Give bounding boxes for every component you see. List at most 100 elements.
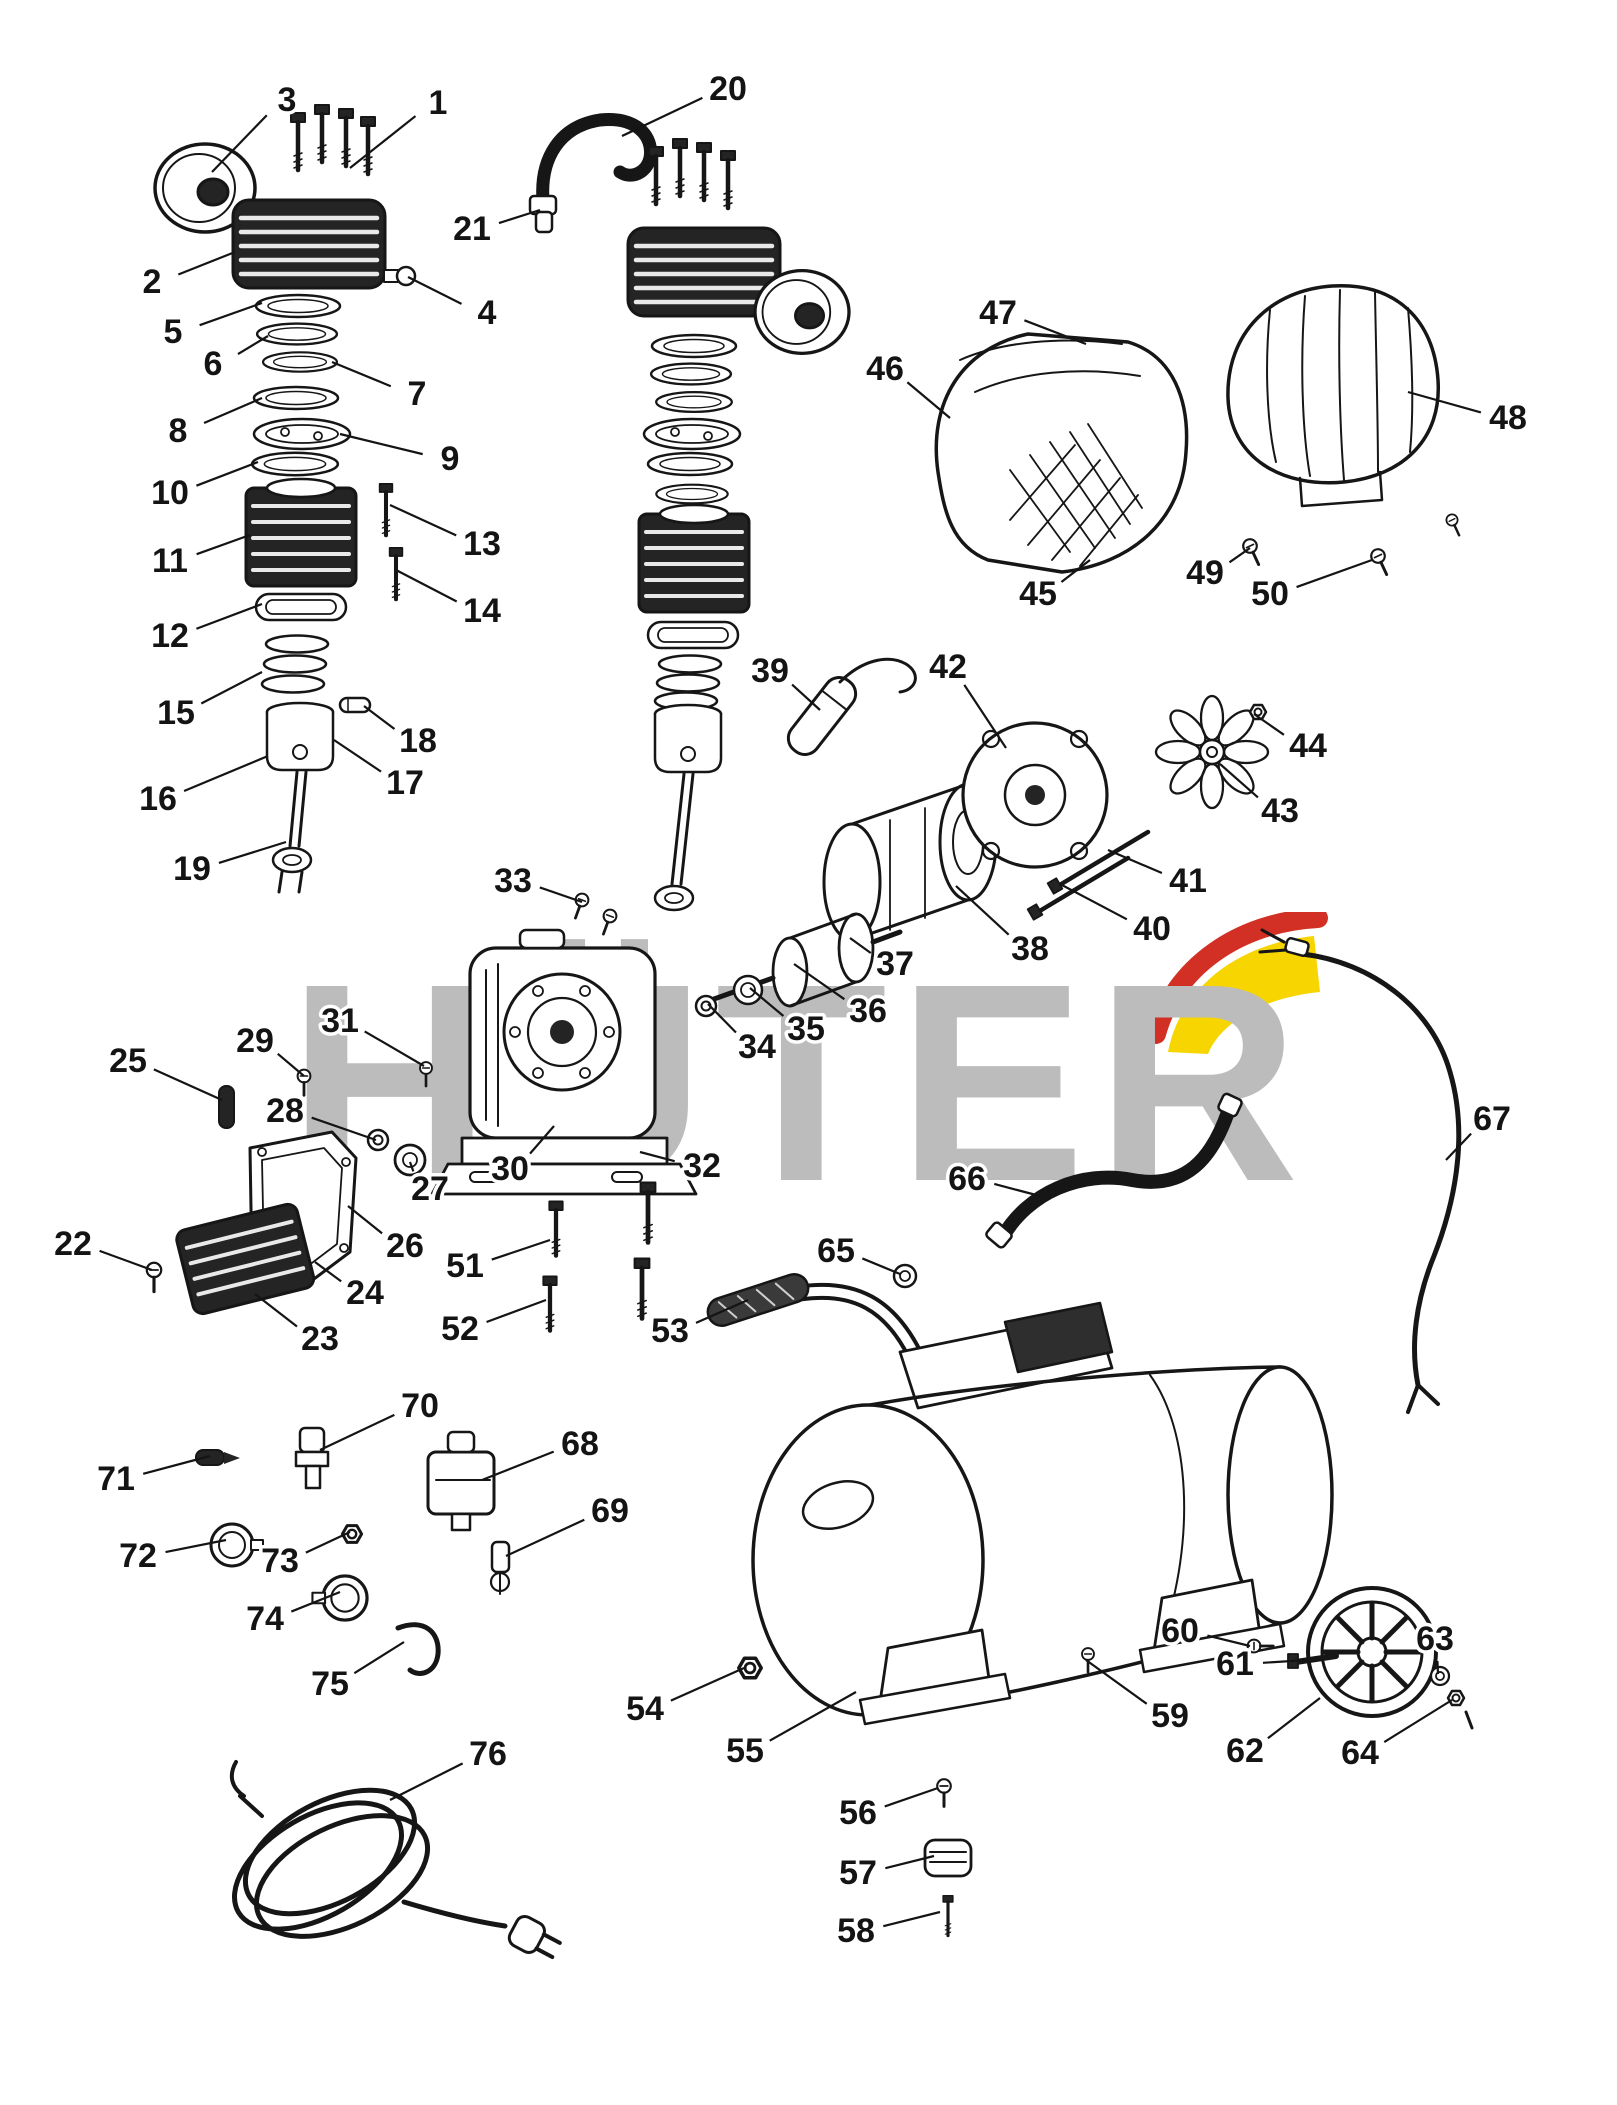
svg-text:40: 40	[1133, 910, 1171, 948]
part-label-45: 45	[1016, 559, 1091, 617]
part-label-34: 34	[707, 1003, 779, 1070]
part-label-24: 24	[314, 1261, 387, 1316]
svg-text:30: 30	[491, 1150, 529, 1188]
svg-text:51: 51	[446, 1247, 484, 1285]
part-label-61: 61	[1213, 1642, 1309, 1687]
part-label-64: 64	[1338, 1699, 1453, 1776]
right-head-assembly	[628, 139, 851, 505]
svg-text:68: 68	[561, 1425, 599, 1463]
svg-text:3: 3	[278, 81, 297, 119]
svg-text:33: 33	[494, 862, 532, 900]
svg-text:19: 19	[173, 850, 211, 888]
svg-text:43: 43	[1261, 792, 1299, 830]
part-label-49: 49	[1183, 547, 1251, 596]
svg-text:32: 32	[683, 1147, 721, 1185]
svg-text:73: 73	[261, 1542, 299, 1580]
part-label-70: 70	[319, 1384, 442, 1451]
wheel	[1306, 1586, 1438, 1718]
svg-text:6: 6	[204, 345, 223, 383]
part-label-66: 66	[945, 1157, 1041, 1202]
svg-text:53: 53	[651, 1312, 689, 1350]
svg-text:54: 54	[626, 1690, 664, 1728]
part-label-23: 23	[254, 1293, 342, 1362]
part-label-5: 5	[160, 301, 263, 355]
part-label-57: 57	[836, 1851, 935, 1896]
part-label-44: 44	[1253, 713, 1330, 769]
left-cylinder-assembly	[244, 477, 402, 894]
part-label-38: 38	[955, 885, 1052, 972]
part-label-59: 59	[1085, 1659, 1192, 1739]
part-label-32: 32	[639, 1144, 724, 1189]
part-label-48: 48	[1407, 390, 1530, 441]
svg-text:29: 29	[236, 1022, 274, 1060]
svg-text:65: 65	[817, 1232, 855, 1270]
svg-text:9: 9	[441, 440, 460, 478]
svg-text:28: 28	[266, 1092, 304, 1130]
drain-assembly	[923, 1777, 973, 1938]
svg-text:46: 46	[866, 350, 904, 388]
svg-text:75: 75	[311, 1665, 349, 1703]
part-label-60: 60	[1158, 1609, 1251, 1654]
svg-text:42: 42	[929, 648, 967, 686]
svg-text:10: 10	[151, 474, 189, 512]
part-label-40: 40	[1059, 883, 1174, 952]
svg-text:2: 2	[143, 263, 162, 301]
svg-text:31: 31	[321, 1002, 359, 1040]
part-label-52: 52	[438, 1298, 547, 1352]
part-label-50: 50	[1248, 558, 1373, 617]
svg-text:76: 76	[469, 1735, 507, 1773]
part-label-75: 75	[308, 1641, 405, 1707]
part-label-37: 37	[849, 937, 917, 987]
svg-text:39: 39	[751, 652, 789, 690]
svg-text:11: 11	[152, 542, 188, 580]
svg-text:62: 62	[1226, 1732, 1264, 1770]
svg-text:38: 38	[1011, 930, 1049, 968]
svg-text:70: 70	[401, 1387, 439, 1425]
part-label-18: 18	[363, 705, 440, 764]
svg-text:45: 45	[1019, 575, 1057, 613]
pressure-switch	[426, 1430, 496, 1532]
svg-text:59: 59	[1151, 1697, 1189, 1735]
motor-shroud	[934, 332, 1189, 574]
part-label-13: 13	[389, 504, 504, 567]
part-label-25: 25	[106, 1039, 223, 1102]
capacitor	[786, 657, 917, 756]
svg-text:26: 26	[386, 1227, 424, 1265]
svg-text:50: 50	[1251, 575, 1289, 613]
crankcase	[430, 890, 698, 1331]
part-label-51: 51	[443, 1238, 551, 1289]
svg-text:37: 37	[876, 945, 914, 983]
part-label-55: 55	[723, 1691, 857, 1774]
svg-text:35: 35	[787, 1010, 825, 1048]
part-label-63: 63	[1413, 1617, 1457, 1675]
gauges-and-fittings	[195, 1426, 511, 1676]
part-label-29: 29	[233, 1019, 305, 1077]
right-cylinder-assembly	[637, 503, 751, 912]
svg-text:47: 47	[979, 294, 1017, 332]
cooling-fan	[1154, 694, 1270, 810]
svg-text:64: 64	[1341, 1734, 1379, 1772]
svg-text:16: 16	[139, 780, 177, 818]
part-label-56: 56	[836, 1786, 939, 1836]
part-label-72: 72	[116, 1534, 227, 1579]
part-label-39: 39	[748, 649, 821, 711]
brand-logo-icon	[1146, 912, 1328, 1054]
part-label-27: 27	[408, 1161, 452, 1212]
part-label-15: 15	[154, 671, 263, 736]
svg-text:58: 58	[837, 1912, 875, 1950]
svg-text:36: 36	[849, 992, 887, 1030]
motor-cover	[1226, 284, 1440, 508]
svg-text:23: 23	[301, 1320, 339, 1358]
svg-text:71: 71	[97, 1460, 135, 1498]
crankcase-cover-assembly	[145, 1060, 434, 1316]
part-label-68: 68	[481, 1422, 602, 1482]
power-cable	[1258, 928, 1462, 1414]
discharge-hose	[985, 1092, 1243, 1249]
svg-text:72: 72	[119, 1537, 157, 1575]
part-label-42: 42	[926, 645, 1007, 749]
svg-text:25: 25	[109, 1042, 147, 1080]
part-label-17: 17	[333, 739, 427, 806]
part-label-53: 53	[648, 1298, 749, 1354]
svg-text:44: 44	[1289, 727, 1327, 765]
